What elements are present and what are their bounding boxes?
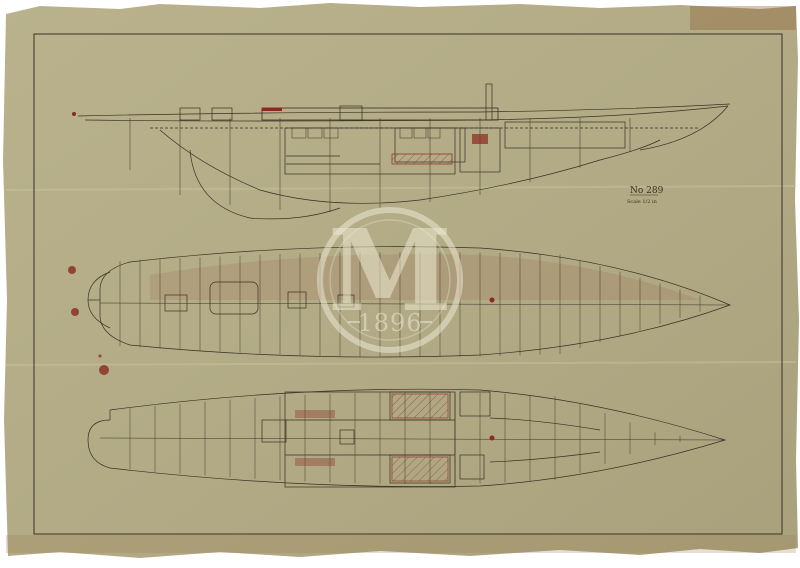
monogram-seal-icon: M — [328, 206, 452, 337]
profile-view — [77, 83, 731, 220]
deck-plan-view — [87, 246, 731, 358]
drawing-number-label: No 289 — [630, 186, 664, 196]
scale-label: Scale 1/2 in — [627, 199, 658, 205]
paper — [3, 3, 799, 558]
watermark-seal: M 1896 — [317, 206, 463, 353]
red-berth-hatching — [295, 393, 495, 482]
drawing-border — [33, 33, 783, 535]
watermark-year: 1896 — [357, 309, 422, 337]
ink-stains — [68, 266, 109, 375]
